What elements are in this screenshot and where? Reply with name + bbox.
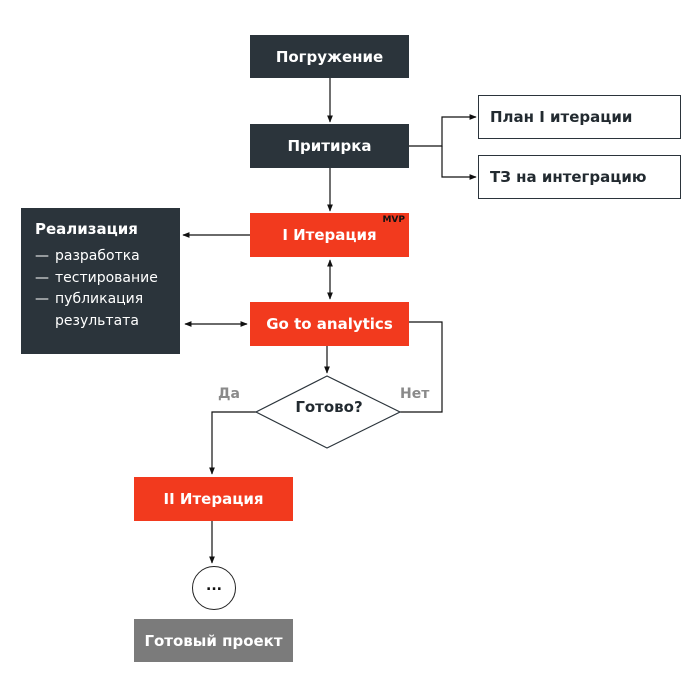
node-final: Готовый проект [134,619,293,662]
mvp-tag: MVP [382,215,405,225]
ellipsis-node: ... [192,566,236,610]
node-final-label: Готовый проект [144,631,283,650]
node-analytics-label: Go to analytics [266,315,393,333]
node-iteration2: II Итерация [134,477,293,521]
node-spec-label: ТЗ на интеграцию [490,168,647,186]
realization-item: — публикация [35,289,180,311]
realization-panel: Реализация — разработка — тестирование — пу… [21,208,180,354]
decision-diamond [254,375,402,449]
branch-no-label: Нет [400,386,430,402]
node-spec: ТЗ на интеграцию [478,155,681,199]
realization-item-label: тестирование [55,269,158,286]
realization-item-label: разработка [55,248,140,264]
realization-item-label: результата [55,312,139,329]
edge-ready-no [400,321,443,413]
decision-ready-label: Готово? [295,398,363,416]
node-fitting-label: Притирка [287,137,372,155]
realization-title: Реализация [35,220,138,238]
node-iteration1-label: I Итерация [282,226,377,244]
edge-ready-yes [209,411,256,475]
realization-item: — тестирование [35,268,180,290]
realization-item-label: публикация [55,291,144,307]
realization-item: — разработка [35,246,180,268]
dash: — [35,291,49,307]
node-immersion: Погружение [250,35,409,78]
dash: — [35,269,49,286]
realization-list: — разработка — тестирование — публикация ре… [35,246,180,332]
branch-yes-label: Да [218,386,240,402]
node-plan: План I итерации [478,95,681,139]
node-immersion-label: Погружение [275,47,384,66]
node-iteration2-label: II Итерация [163,490,264,508]
node-analytics: Go to analytics [250,302,409,346]
edge-fitting-spec [441,146,477,180]
dash: — [35,248,49,264]
edge-fitting-plan [409,114,477,147]
realization-item-continuation: результата [35,311,180,333]
node-iteration1: I Итерация MVP [250,213,409,257]
node-plan-label: План I итерации [490,108,633,126]
node-fitting: Притирка [250,124,409,168]
